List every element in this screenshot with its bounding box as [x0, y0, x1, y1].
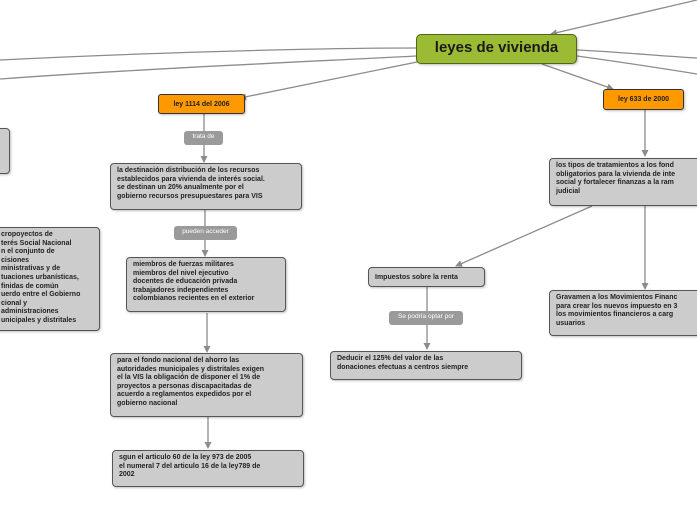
subtopic-left-offscreen-edge[interactable] [0, 128, 10, 174]
subtopic-gravamen-movimientos-financieros[interactable]: Gravamen a los Movimientos Financ para c… [549, 290, 697, 336]
connector-offscreen-right-lower [576, 55, 697, 75]
connector-center-to-ley633 [541, 63, 614, 91]
main-topic-ley-633-2000[interactable]: ley 633 de 2000 [603, 89, 684, 110]
subtopic-articulo-60-ley-973[interactable]: sgun el articulo 60 de la ley 973 de 200… [112, 450, 304, 487]
relationship-label-trata-de[interactable]: trata de [184, 131, 223, 145]
connector-offscreen-left-lower [0, 55, 418, 80]
subtopic-deducir-125-donaciones[interactable]: Deducir el 125% del valor de las donacio… [330, 351, 522, 380]
subtopic-impuestos-sobre-la-renta[interactable]: Impuestos sobre la renta [368, 267, 485, 287]
connector-offscreen-top-right [550, 0, 697, 37]
subtopic-destinacion-recursos-vis[interactable]: la destinación distribución de los recur… [110, 163, 302, 210]
relationship-label-pueden-acceder[interactable]: pueden acceder [174, 226, 237, 240]
connector-offscreen-left-upper [0, 47, 418, 61]
relationship-label-se-podria-optar-por[interactable]: Se podría optar por [389, 311, 463, 325]
subtopic-macroproyectos-partial[interactable]: cropoyectos de terés Social Nacional n e… [0, 227, 100, 331]
connector-offscreen-right-upper [576, 49, 697, 59]
subtopic-miembros-beneficiarios[interactable]: miembros de fuerzas militares miembros d… [126, 257, 286, 312]
central-topic-node[interactable]: leyes de vivienda [416, 34, 577, 64]
main-topic-ley-1114-2006[interactable]: ley 1114 del 2006 [158, 94, 245, 114]
connector-tipos-to-impuestos [455, 205, 593, 267]
subtopic-tipos-tratamientos-fondos[interactable]: los tipos de tratamientos a los fond obl… [549, 158, 697, 206]
connector-center-to-ley1114 [239, 61, 418, 101]
subtopic-fondo-nacional-ahorro[interactable]: para el fondo nacional del ahorro las au… [110, 353, 303, 417]
